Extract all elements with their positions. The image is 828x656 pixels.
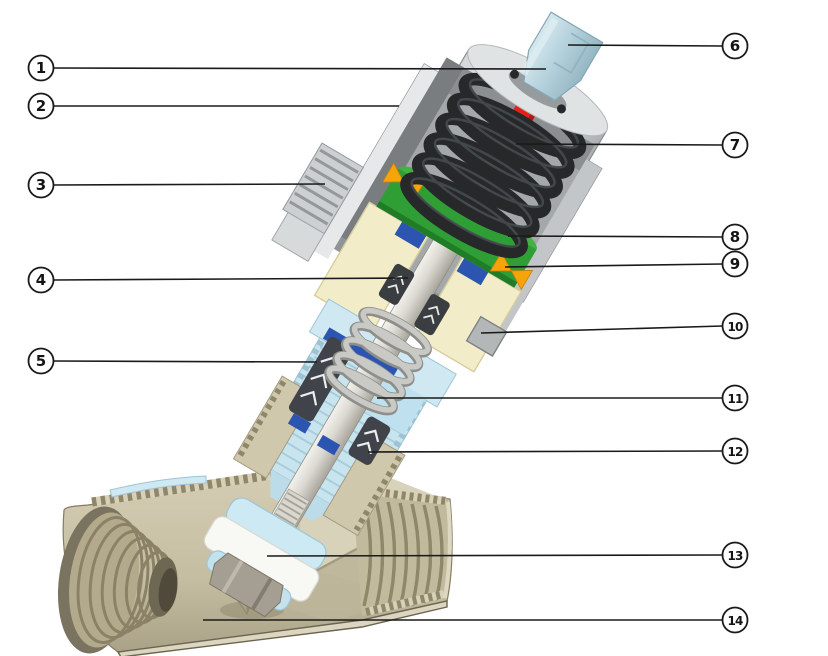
callout-circle-2 <box>27 92 55 120</box>
leader-line-6 <box>567 44 723 47</box>
callout-number-1: 1 <box>36 59 46 77</box>
callout-circle-10 <box>721 312 749 340</box>
callout-number-5: 5 <box>36 352 46 370</box>
cap-screw-left <box>510 69 520 79</box>
disc-assembly <box>203 488 327 618</box>
leader-line-8 <box>507 235 723 238</box>
position-indicator-cap <box>510 11 604 114</box>
leader-line-5 <box>53 360 318 363</box>
disc-hex-nut <box>209 552 284 618</box>
callout-circle-7 <box>721 131 749 159</box>
actuator-spring <box>400 72 587 259</box>
callout-number-12: 12 <box>727 445 743 459</box>
callout-circle-8 <box>721 223 749 251</box>
cap-screw-right <box>556 104 566 114</box>
callout-circle-3 <box>27 171 55 199</box>
callout-number-6: 6 <box>730 37 740 55</box>
leader-line-1 <box>53 67 547 70</box>
leader-line-7 <box>515 143 723 146</box>
callout-circle-6 <box>721 32 749 60</box>
leader-line-4 <box>53 277 409 281</box>
callout-number-8: 8 <box>730 228 740 246</box>
callout-number-4: 4 <box>36 271 46 289</box>
right-port-cut-rim <box>443 501 452 599</box>
callout-number-7: 7 <box>730 136 740 154</box>
callout-circle-11 <box>721 384 749 412</box>
callout-circle-1 <box>27 54 55 82</box>
boss-threads <box>288 148 359 226</box>
callout-circle-9 <box>721 250 749 278</box>
callout-circle-5 <box>27 347 55 375</box>
actuator-assembly <box>203 11 609 618</box>
leader-line-13 <box>266 554 723 557</box>
callout-circle-4 <box>27 266 55 294</box>
leader-line-10 <box>480 325 723 334</box>
callout-number-3: 3 <box>36 176 46 194</box>
callout-circle-13 <box>721 541 749 569</box>
pilot-port-boss <box>271 142 365 262</box>
callout-circle-12 <box>721 437 749 465</box>
stem-spring <box>324 306 432 416</box>
callout-circle-14 <box>721 606 749 634</box>
callout-number-2: 2 <box>36 97 46 115</box>
callout-number-11: 11 <box>727 392 743 406</box>
leader-line-12 <box>367 450 723 453</box>
callout-number-10: 10 <box>727 320 743 334</box>
callout-number-14: 14 <box>727 614 743 628</box>
bonnet-flange-sliver <box>109 475 207 498</box>
spring-washer <box>465 315 508 357</box>
callout-number-9: 9 <box>730 255 740 273</box>
callout-number-13: 13 <box>727 549 743 563</box>
leader-line-9 <box>504 263 723 268</box>
leader-line-3 <box>53 183 326 186</box>
